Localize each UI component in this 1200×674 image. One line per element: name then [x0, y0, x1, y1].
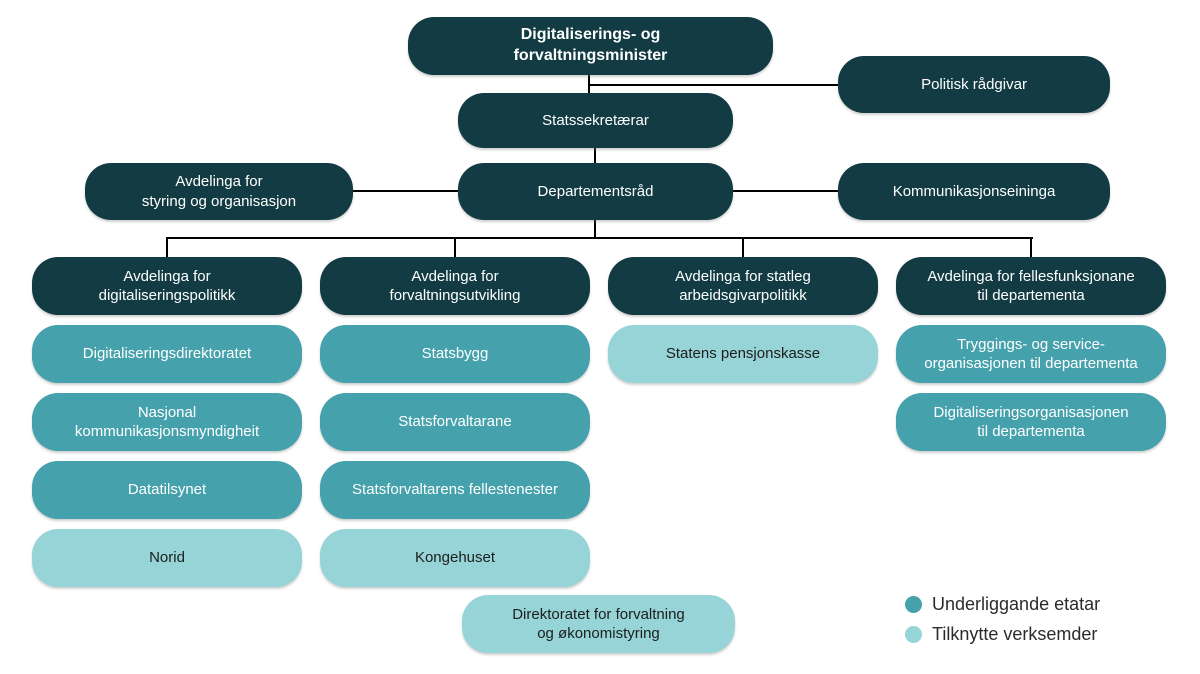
- column-header-fellesfunksjonane: Avdelinga for fellesfunksjonane til depa…: [896, 257, 1166, 315]
- connector-distribution-bar: [167, 237, 1033, 239]
- box-statsbygg: Statsbygg: [320, 325, 590, 383]
- box-statens-pensjonskasse: Statens pensjonskasse: [608, 325, 878, 383]
- column-header-forvaltningsutvikling: Avdelinga for forvaltningsutvikling: [320, 257, 590, 315]
- box-politisk-radgivar: Politisk rådgivar: [838, 56, 1110, 113]
- box-kommunikasjonseininga: Kommunikasjonseininga: [838, 163, 1110, 220]
- connector-drop-col4: [1030, 237, 1032, 257]
- box-statssekretaer: Statssekretærar: [458, 93, 733, 148]
- box-minister: Digitaliserings- og forvaltningsminister: [408, 17, 773, 75]
- underliggande-etatar-dot-icon: [905, 596, 922, 613]
- legend-label-tilknytte-verksemder: Tilknytte verksemder: [932, 624, 1098, 644]
- connector-minister-politisk: [588, 84, 838, 86]
- legend: Underliggande etatar Tilknytte verksemde…: [905, 594, 1100, 654]
- box-statsforvaltarens-fellestenester: Statsforvaltarens fellestenester: [320, 461, 590, 519]
- connector-drop-col1: [166, 237, 168, 257]
- box-kongehuset: Kongehuset: [320, 529, 590, 587]
- box-tryggings-og-serviceorganisasjonen: Tryggings- og service- organisasjonen ti…: [896, 325, 1166, 383]
- column-header-statleg-arbeidsgivarpolitikk: Avdelinga for statleg arbeidsgivarpoliti…: [608, 257, 878, 315]
- legend-item-tilknytte-verksemder: Tilknytte verksemder: [905, 624, 1100, 645]
- connector-departementsrad-drop: [594, 220, 596, 237]
- connector-drop-col3: [742, 237, 744, 257]
- legend-label-underliggande-etatar: Underliggande etatar: [932, 594, 1101, 614]
- tilknytte-verksemder-dot-icon: [905, 626, 922, 643]
- connector-statssekretaer-departementsrad: [594, 148, 596, 163]
- connector-drop-col2: [454, 237, 456, 257]
- connector-departementsrad-kommunikasjon: [733, 190, 838, 192]
- connector-departementsrad-styring: [353, 190, 458, 192]
- box-statsforvaltarane: Statsforvaltarane: [320, 393, 590, 451]
- box-digitaliseringsdirektoratet: Digitaliseringsdirektoratet: [32, 325, 302, 383]
- box-departementsrad: Departementsråd: [458, 163, 733, 220]
- box-digitaliseringsorganisasjonen: Digitaliseringsorganisasjonen til depart…: [896, 393, 1166, 451]
- box-norid: Norid: [32, 529, 302, 587]
- legend-item-underliggande-etatar: Underliggande etatar: [905, 594, 1100, 615]
- box-avdelinga-styring-og-organisasjon: Avdelinga for styring og organisasjon: [85, 163, 353, 220]
- column-header-digitaliseringspolitikk: Avdelinga for digitaliseringspolitikk: [32, 257, 302, 315]
- box-datatilsynet: Datatilsynet: [32, 461, 302, 519]
- box-nasjonal-kommunikasjonsmyndigheit: Nasjonal kommunikasjonsmyndigheit: [32, 393, 302, 451]
- box-direktoratet-forvaltning-okonomistyring: Direktoratet for forvaltning og økonomis…: [462, 595, 735, 653]
